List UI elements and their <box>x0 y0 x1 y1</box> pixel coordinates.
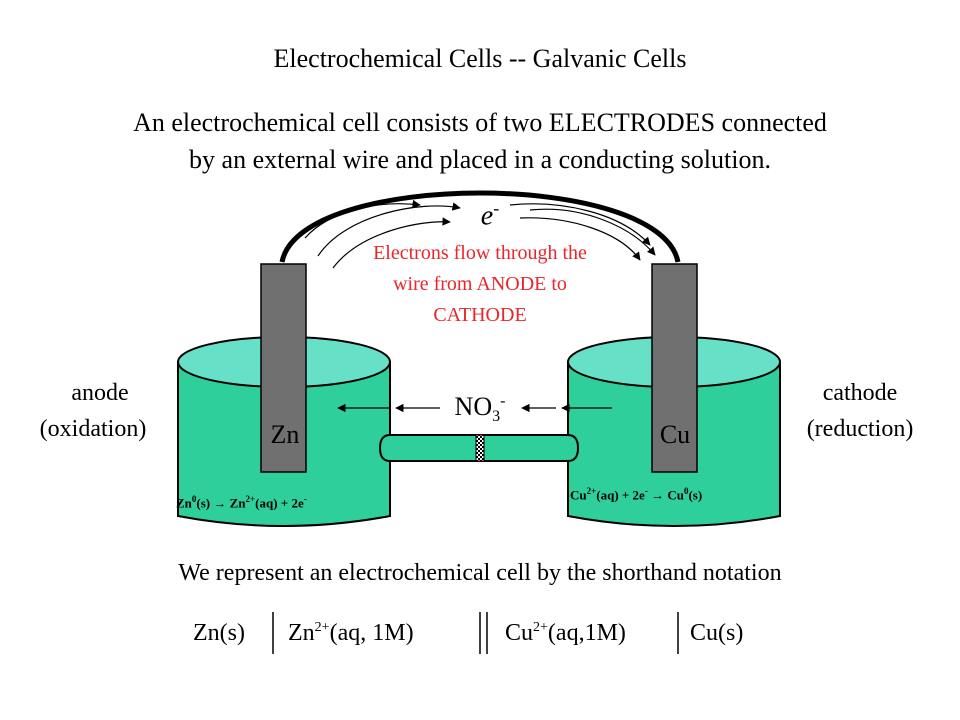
zinc-electrode-label: Zn <box>270 420 300 449</box>
cathode-label: cathode <box>822 380 898 406</box>
nitrate-ion-label: NO3- <box>454 392 506 426</box>
intro-line-1: An electrochemical cell consists of two … <box>133 108 827 137</box>
shorthand-anode-solution: Zn2+(aq, 1M) <box>288 620 414 646</box>
electron-label: e- <box>480 198 500 232</box>
zinc-electrode <box>260 263 307 473</box>
shorthand-anode-solid: Zn(s) <box>193 620 245 646</box>
salt-bridge-plug <box>475 434 485 462</box>
external-wire <box>279 190 681 263</box>
electron-flow-note-3: CATHODE <box>433 304 527 326</box>
copper-electrode-label: Cu <box>659 420 691 449</box>
anode-label: anode <box>71 380 129 406</box>
shorthand-intro: We represent an electrochemical cell by … <box>178 560 782 586</box>
zinc-half-reaction: Zn0(s) → Zn2+(aq) + 2e- <box>176 494 307 511</box>
copper-half-reaction: Cu2+(aq) + 2e- → Cu0(s) <box>570 486 703 503</box>
cathode-process-label: (reduction) <box>806 416 914 442</box>
intro-line-2: by an external wire and placed in a cond… <box>189 145 771 174</box>
electron-flow-note-2: wire from ANODE to <box>393 273 567 295</box>
copper-electrode <box>651 263 698 473</box>
page-title: Electrochemical Cells -- Galvanic Cells <box>273 44 687 73</box>
shorthand-cathode-solid: Cu(s) <box>690 620 744 646</box>
anode-process-label: (oxidation) <box>39 416 147 442</box>
shorthand-cathode-solution: Cu2+(aq,1M) <box>505 620 626 646</box>
electron-flow-note-1: Electrons flow through the <box>373 242 587 264</box>
phase-boundary-lines <box>272 612 679 654</box>
electron-flow-arrows <box>304 199 656 269</box>
